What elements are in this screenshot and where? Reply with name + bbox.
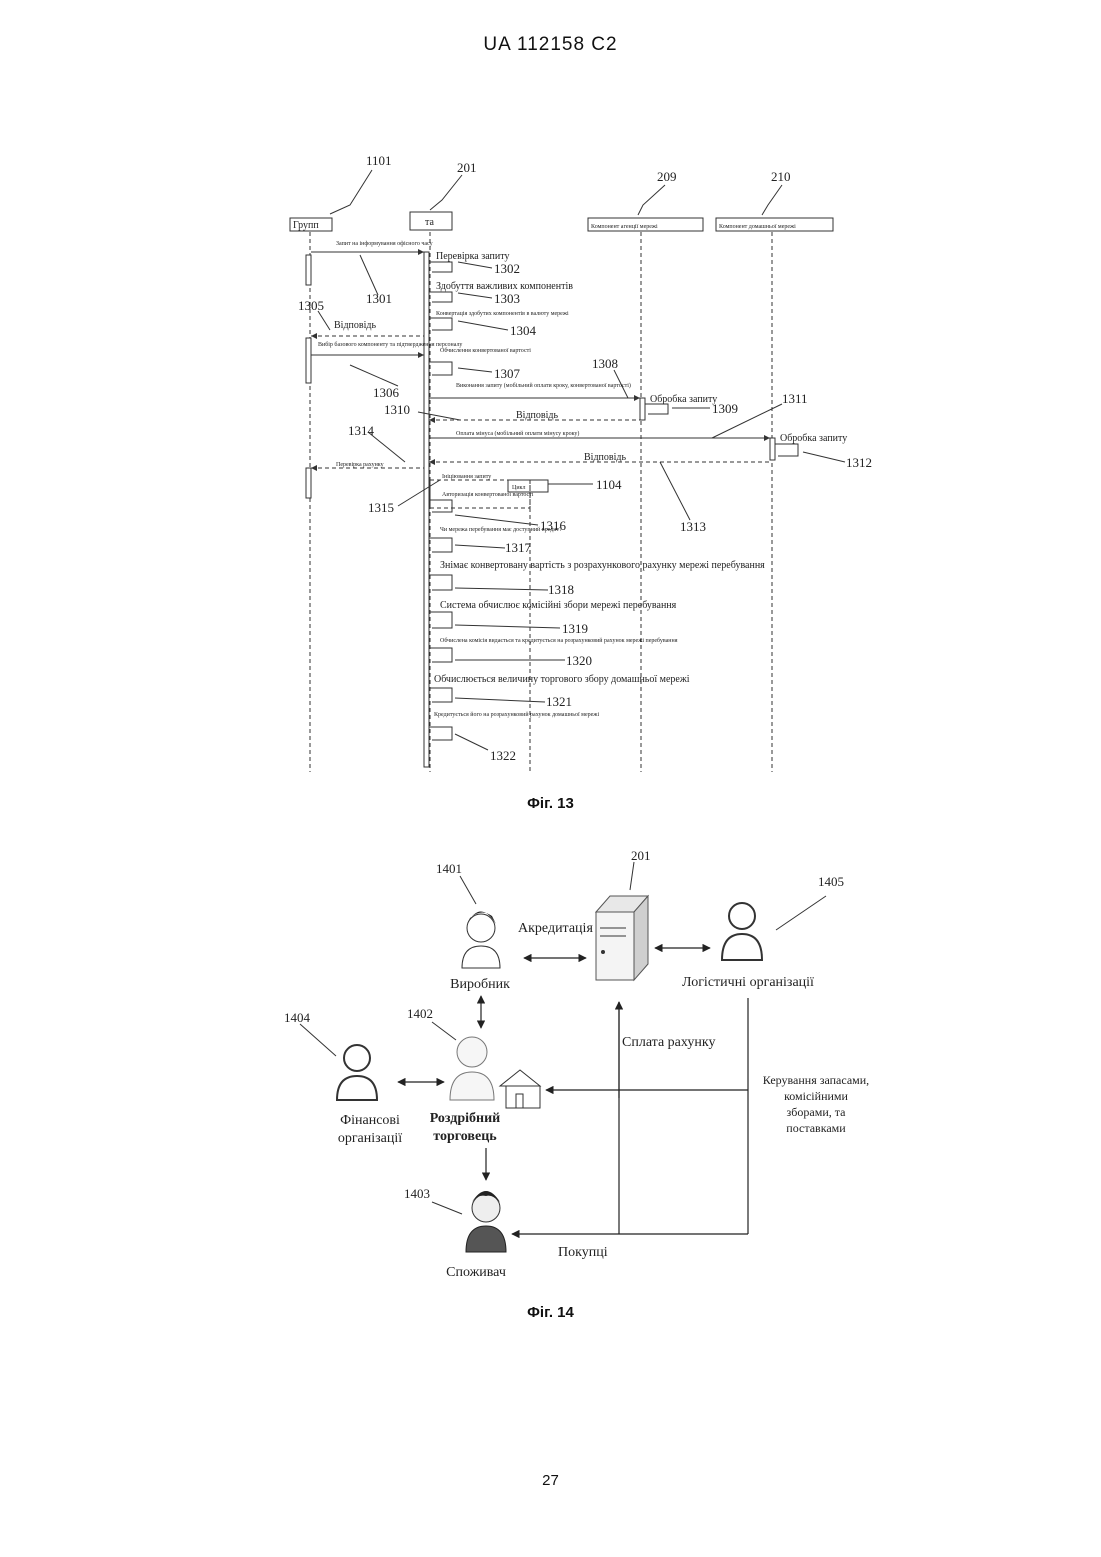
fig14-caption: Фіг. 14	[0, 1304, 1101, 1321]
edge-management-line2: комісійними	[784, 1089, 848, 1103]
edge-management-line4: поставками	[786, 1121, 846, 1135]
edge-payment: Сплата рахунку	[622, 1035, 715, 1050]
page-number: 27	[0, 1472, 1101, 1489]
label-retailer-line1: Роздрібний	[430, 1111, 501, 1126]
ref-1403: 1403	[404, 1186, 430, 1201]
ref-1404: 1404	[284, 1010, 311, 1025]
edge-accreditation: Акредитація	[518, 921, 593, 936]
logistics-person-icon	[722, 903, 762, 960]
edge-management-line1: Керування запасами,	[763, 1073, 869, 1087]
ref-1401: 1401	[436, 861, 462, 876]
shop-icon	[500, 1070, 540, 1108]
producer-person-icon	[462, 911, 500, 968]
edge-purchases: Покупці	[558, 1245, 608, 1260]
server-icon	[596, 896, 648, 980]
ref-1405: 1405	[818, 874, 844, 889]
label-financial-line1: Фінансові	[340, 1113, 400, 1128]
label-producer: Виробник	[450, 977, 510, 992]
edge-management-line3: зборами, та	[787, 1105, 847, 1119]
label-retailer-line2: торговець	[433, 1129, 497, 1144]
financial-person-icon	[337, 1045, 377, 1100]
label-logistics: Логістичні організації	[682, 975, 814, 990]
label-financial-line2: організації	[338, 1131, 402, 1146]
retailer-person-icon	[450, 1037, 494, 1100]
ref-201-fig14: 201	[631, 848, 651, 863]
ref-1402: 1402	[407, 1006, 433, 1021]
label-consumer: Споживач	[446, 1265, 506, 1280]
consumer-person-icon	[466, 1191, 506, 1252]
